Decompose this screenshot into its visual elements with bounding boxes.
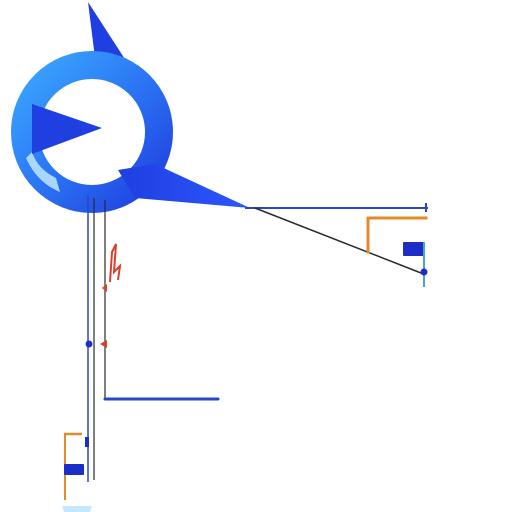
ring-highlight bbox=[26, 152, 60, 192]
inner-pointer-triangle bbox=[32, 104, 102, 154]
right-marker-block bbox=[403, 242, 425, 256]
bottom-base-shadow bbox=[62, 506, 92, 512]
red-marker-upper bbox=[102, 284, 107, 292]
right-pointer-triangle bbox=[118, 164, 250, 208]
compass-ring bbox=[11, 51, 173, 213]
right-dot bbox=[420, 268, 428, 276]
red-marker-lower bbox=[100, 340, 107, 348]
bottom-blue-tick bbox=[85, 437, 89, 447]
bottom-marker-block bbox=[64, 464, 84, 475]
red-squiggle bbox=[109, 243, 122, 283]
blue-marker-left bbox=[85, 340, 93, 348]
diagonal-thin-line bbox=[254, 207, 422, 274]
right-orange-bracket bbox=[366, 216, 428, 254]
